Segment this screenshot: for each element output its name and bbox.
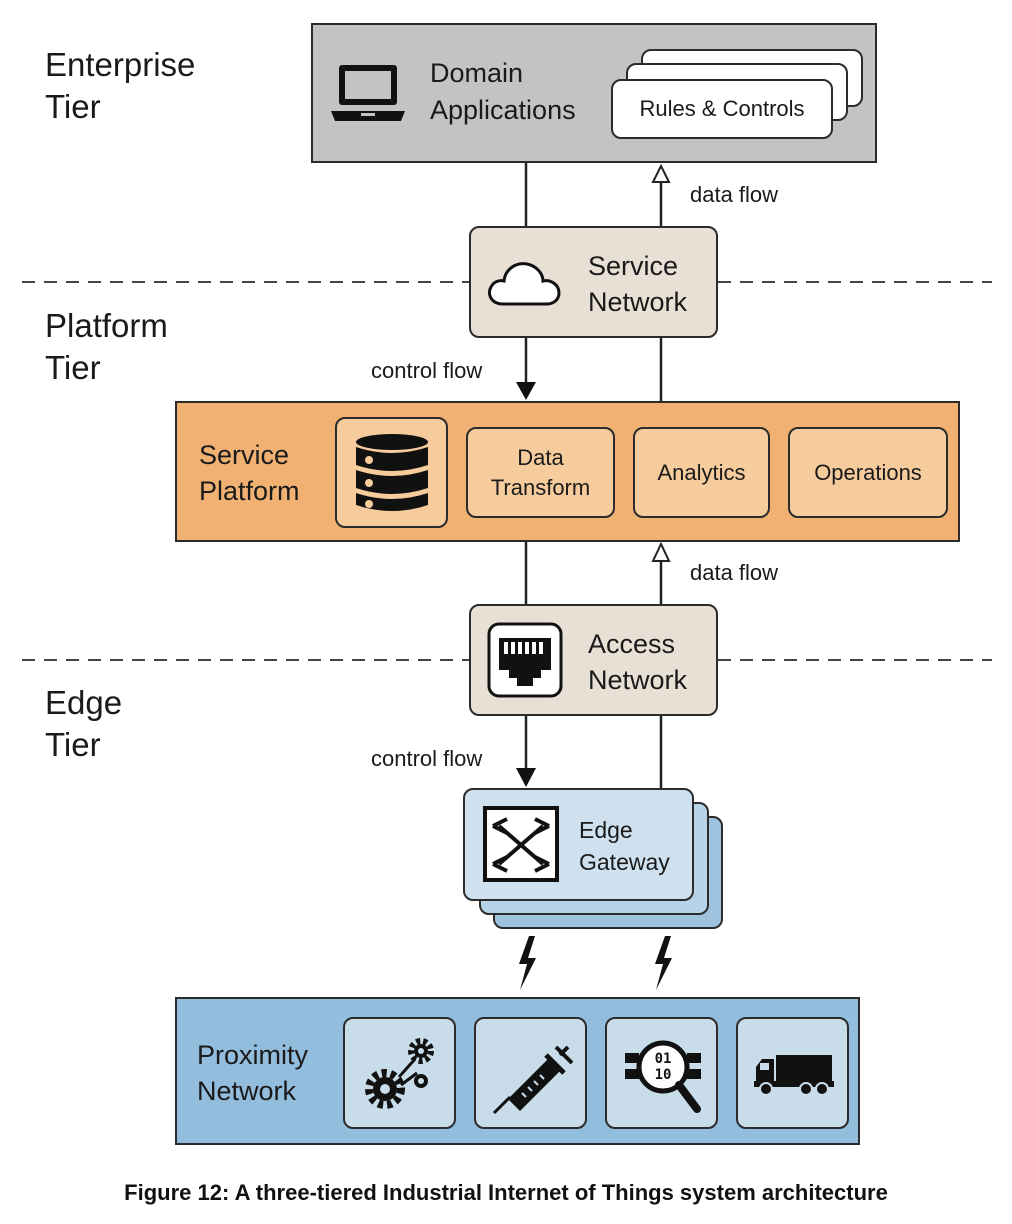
edge-tier-label: Edge Tier — [45, 684, 123, 763]
database-tile — [335, 417, 448, 528]
enterprise-tier-label: Enterprise Tier — [45, 46, 196, 125]
data-arrow-up-icon — [651, 163, 671, 183]
truck-icon — [754, 1055, 834, 1096]
binary-text-bottom: 10 — [655, 1067, 672, 1083]
service-network-box: Service Network — [469, 226, 718, 338]
medical-tile — [474, 1017, 587, 1129]
data-flow-label: data flow — [690, 182, 779, 207]
control-flow-label: control flow — [371, 358, 483, 383]
platform-tier-label: Platform Tier — [45, 307, 168, 386]
router-icon — [483, 806, 559, 882]
service-platform-label: Service Platform — [199, 440, 300, 506]
gears-icon — [365, 1038, 434, 1109]
edge-gateway-label: Edge Gateway — [579, 817, 670, 875]
access-network-box: Access Network — [469, 604, 718, 716]
edge-gateway-box: Edge Gateway — [463, 788, 694, 901]
ethernet-port-icon — [487, 622, 563, 698]
analytics-module: Analytics — [633, 427, 770, 518]
enterprise-box: Domain Applications Rules & Controls — [311, 23, 877, 163]
inspection-tile: 01 10 — [605, 1017, 718, 1129]
laptop-icon — [331, 65, 405, 121]
data-arrow-up-icon — [651, 541, 671, 562]
binary-text-top: 01 — [655, 1051, 672, 1067]
operations-module: Operations — [788, 427, 948, 518]
control-arrow-down-icon — [516, 382, 536, 400]
data-flow-label: data flow — [690, 560, 779, 585]
control-arrow-down-icon — [516, 768, 536, 787]
domain-applications-label: Domain Applications — [430, 58, 576, 125]
control-flow-label: control flow — [371, 746, 483, 771]
cloud-icon — [488, 262, 561, 306]
proximity-network-label: Proximity Network — [197, 1040, 309, 1106]
access-network-label: Access Network — [588, 629, 688, 695]
proximity-network-box: Proximity Network — [175, 997, 860, 1145]
wireless-link-icon — [519, 936, 536, 990]
figure-caption: Figure 12: A three-tiered Industrial Int… — [124, 1180, 888, 1205]
machinery-tile — [343, 1017, 456, 1129]
binary-search-icon: 01 10 — [625, 1040, 701, 1113]
rules-controls-card: Rules & Controls — [611, 79, 833, 139]
service-network-label: Service Network — [588, 251, 688, 317]
service-platform-box: Service Platform Data Transform Analytic… — [175, 401, 960, 542]
data-transform-module: Data Transform — [466, 427, 615, 518]
transport-tile — [736, 1017, 849, 1129]
syringe-icon — [492, 1045, 574, 1115]
wireless-link-icon — [655, 936, 672, 990]
database-icon — [356, 434, 428, 511]
